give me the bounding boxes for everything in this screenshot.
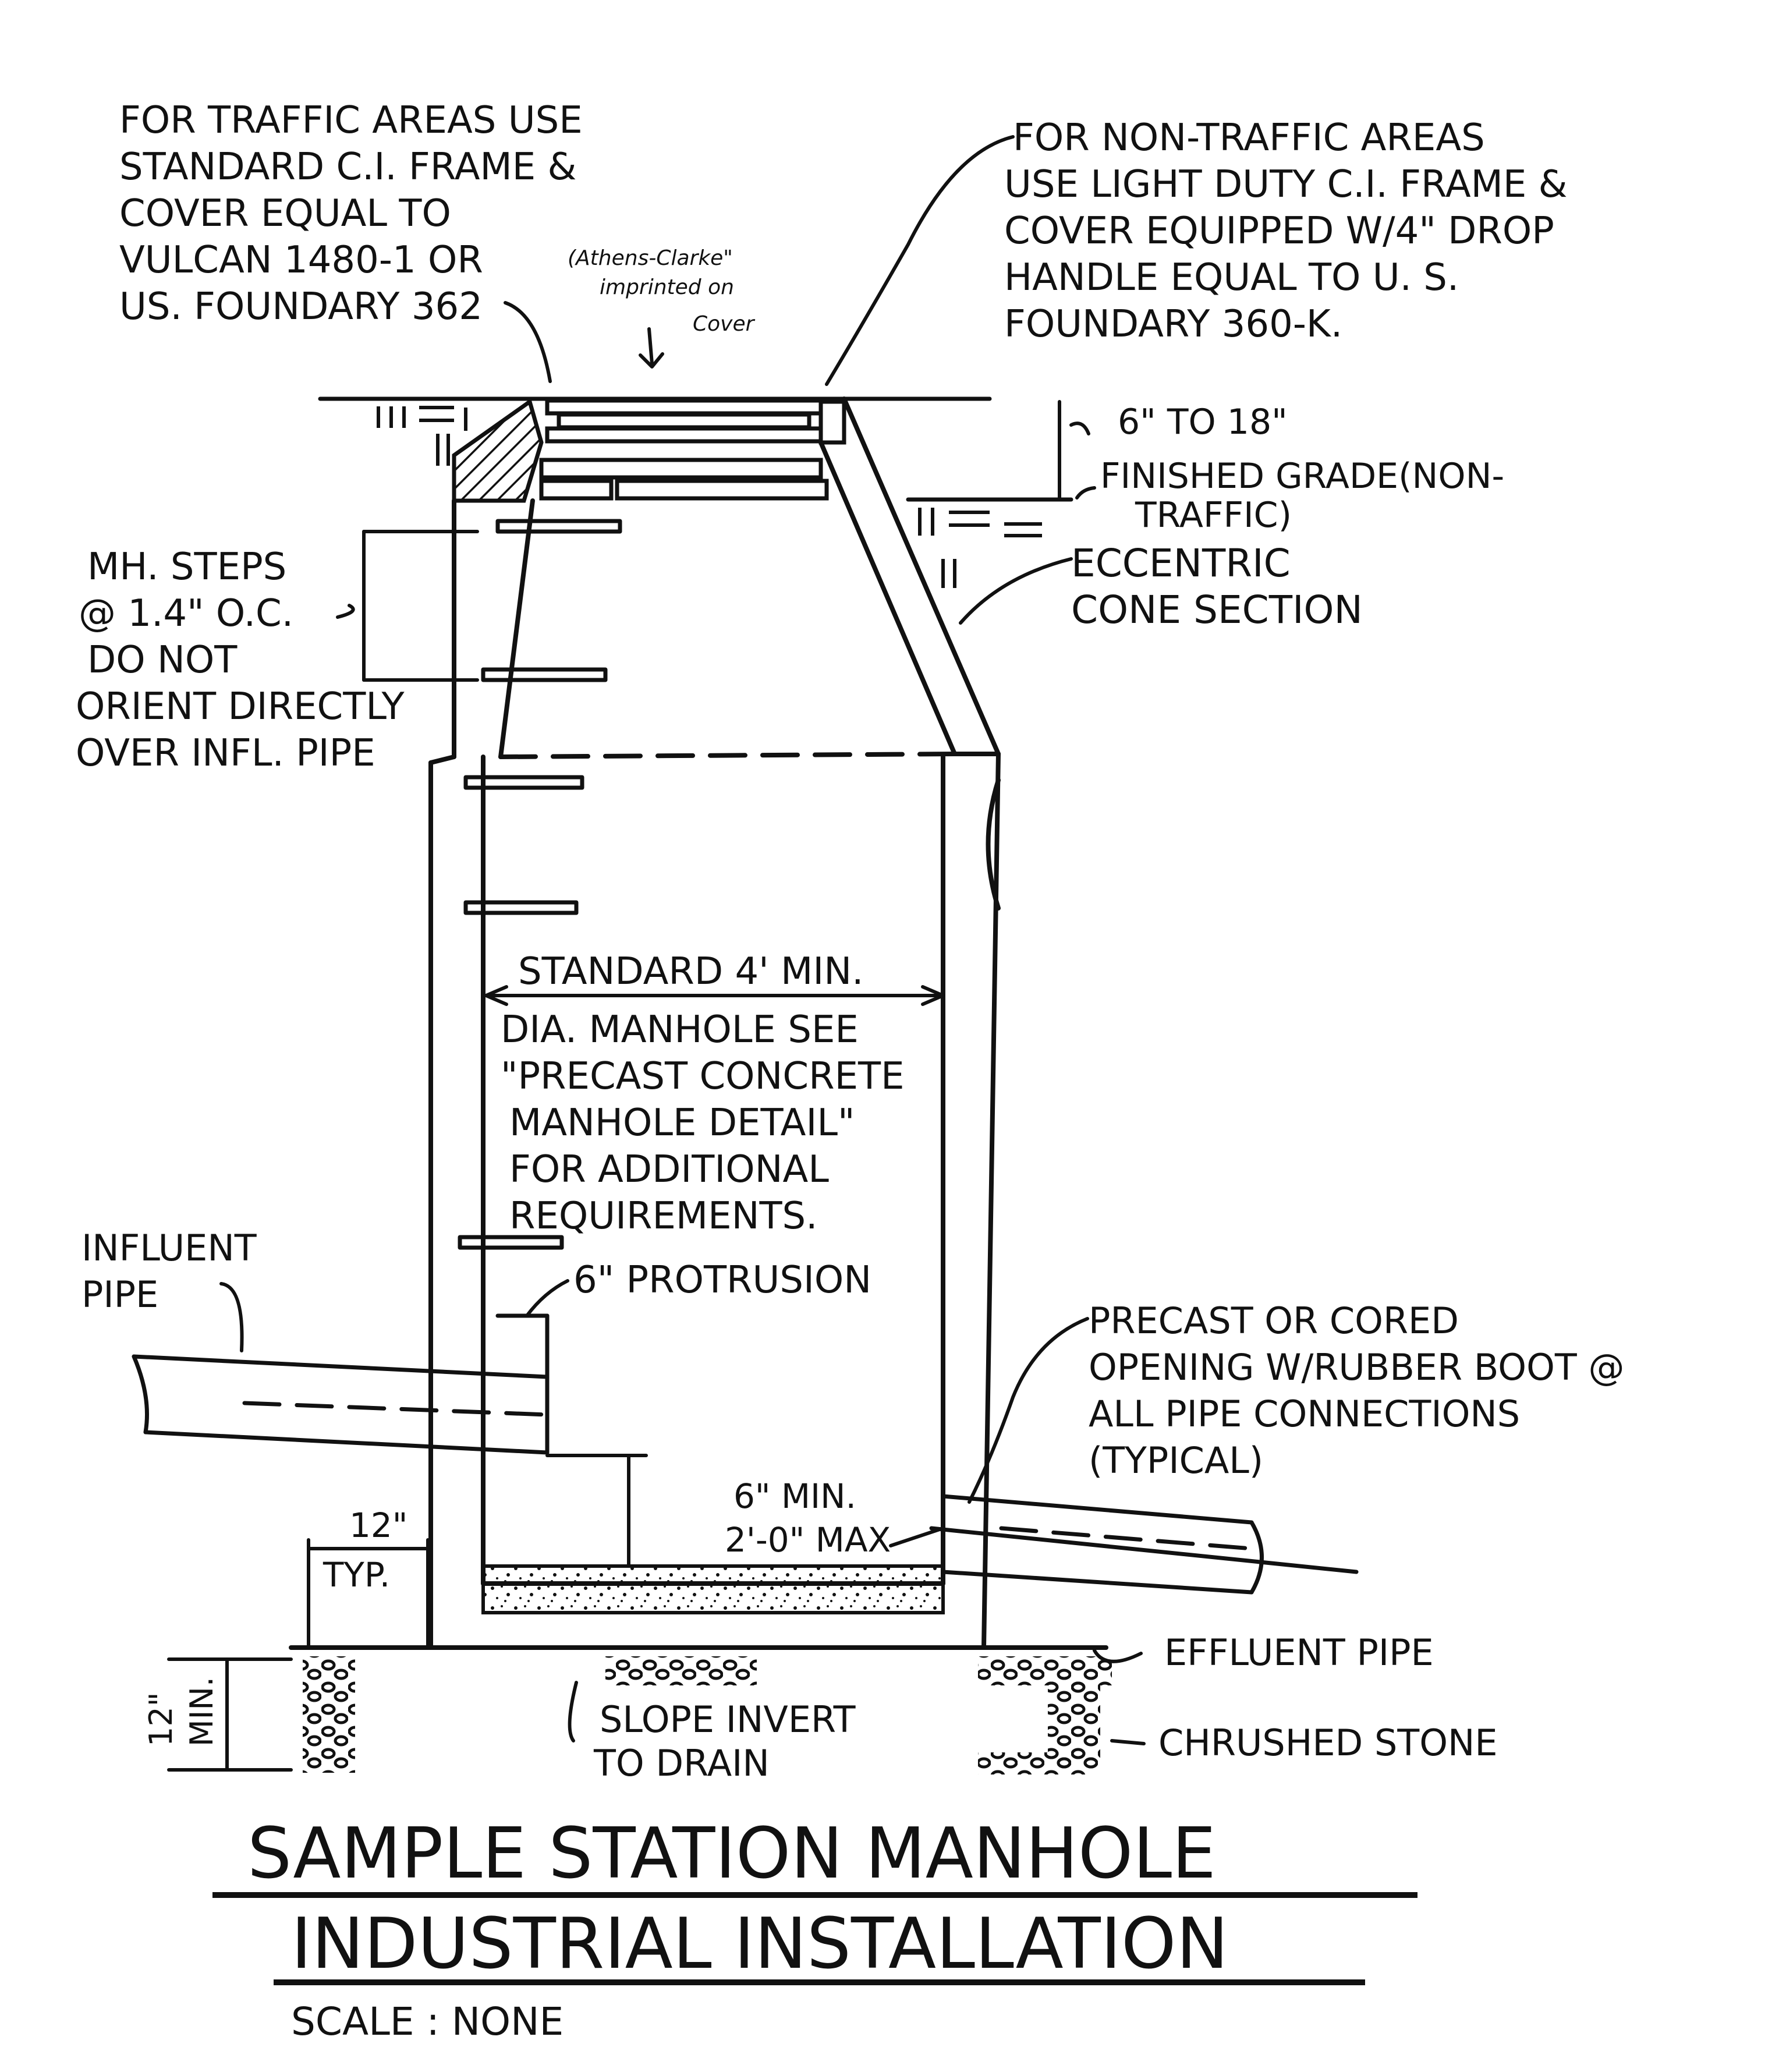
non-traffic-areas-note: FOR NON-TRAFFIC AREAS USE LIGHT DUTY C.I… bbox=[1004, 116, 1579, 346]
manhole-steps bbox=[458, 519, 622, 1250]
crushed-stone-label: CHRUSHED STONE bbox=[1158, 1722, 1498, 1764]
soil-marks bbox=[377, 406, 1042, 588]
drawing-title-line2: INDUSTRIAL INSTALLATION bbox=[291, 1904, 1228, 1985]
manhole-steps-note: MH. STEPS @ 1.4" O.C. DO NOT ORIENT DIRE… bbox=[76, 546, 416, 775]
slope-invert-note: SLOPE INVERT TO DRAIN bbox=[593, 1698, 867, 1784]
invert-drop-label: 6" MIN. 2'-0" MAX bbox=[725, 1476, 891, 1560]
base-offset-label: 12" TYP. bbox=[323, 1506, 419, 1595]
traffic-areas-note: FOR TRAFFIC AREAS USE STANDARD C.I. FRAM… bbox=[119, 99, 594, 328]
dimension-lines bbox=[167, 400, 1061, 1772]
base-depth-label: 12" MIN. bbox=[143, 1677, 220, 1747]
crushed-stone bbox=[303, 1656, 1112, 1775]
protrusion-label: 6" PROTRUSION bbox=[573, 1259, 871, 1302]
eccentric-cone-label: ECCENTRIC CONE SECTION bbox=[1071, 541, 1363, 632]
invert-fill bbox=[481, 1564, 945, 1614]
cover-imprint-note: (Athens-Clarke" imprinted on Cover bbox=[568, 246, 756, 336]
influent-pipe bbox=[132, 1313, 550, 1455]
influent-pipe-label: INFLUENT PIPE bbox=[81, 1227, 268, 1316]
drawing-title-line1: SAMPLE STATION MANHOLE bbox=[247, 1814, 1216, 1894]
precast-opening-note: PRECAST OR CORED OPENING W/RUBBER BOOT @… bbox=[1089, 1299, 1636, 1482]
standard-diameter-label: STANDARD 4' MIN. bbox=[518, 950, 863, 993]
effluent-pipe bbox=[941, 1494, 1264, 1595]
leader-lines bbox=[219, 135, 1146, 1745]
frame-and-cover bbox=[452, 398, 846, 503]
scale-label: SCALE : NONE bbox=[291, 1999, 564, 2044]
precast-manhole-detail-note: DIA. MANHOLE SEE "PRECAST CONCRETE MANHO… bbox=[501, 1008, 916, 1238]
grade-height-label: 6" TO 18" bbox=[1118, 402, 1288, 442]
finished-grade-label: FINISHED GRADE(NON- TRAFFIC) bbox=[1100, 456, 1515, 536]
effluent-pipe-label: EFFLUENT PIPE bbox=[1164, 1631, 1434, 1674]
